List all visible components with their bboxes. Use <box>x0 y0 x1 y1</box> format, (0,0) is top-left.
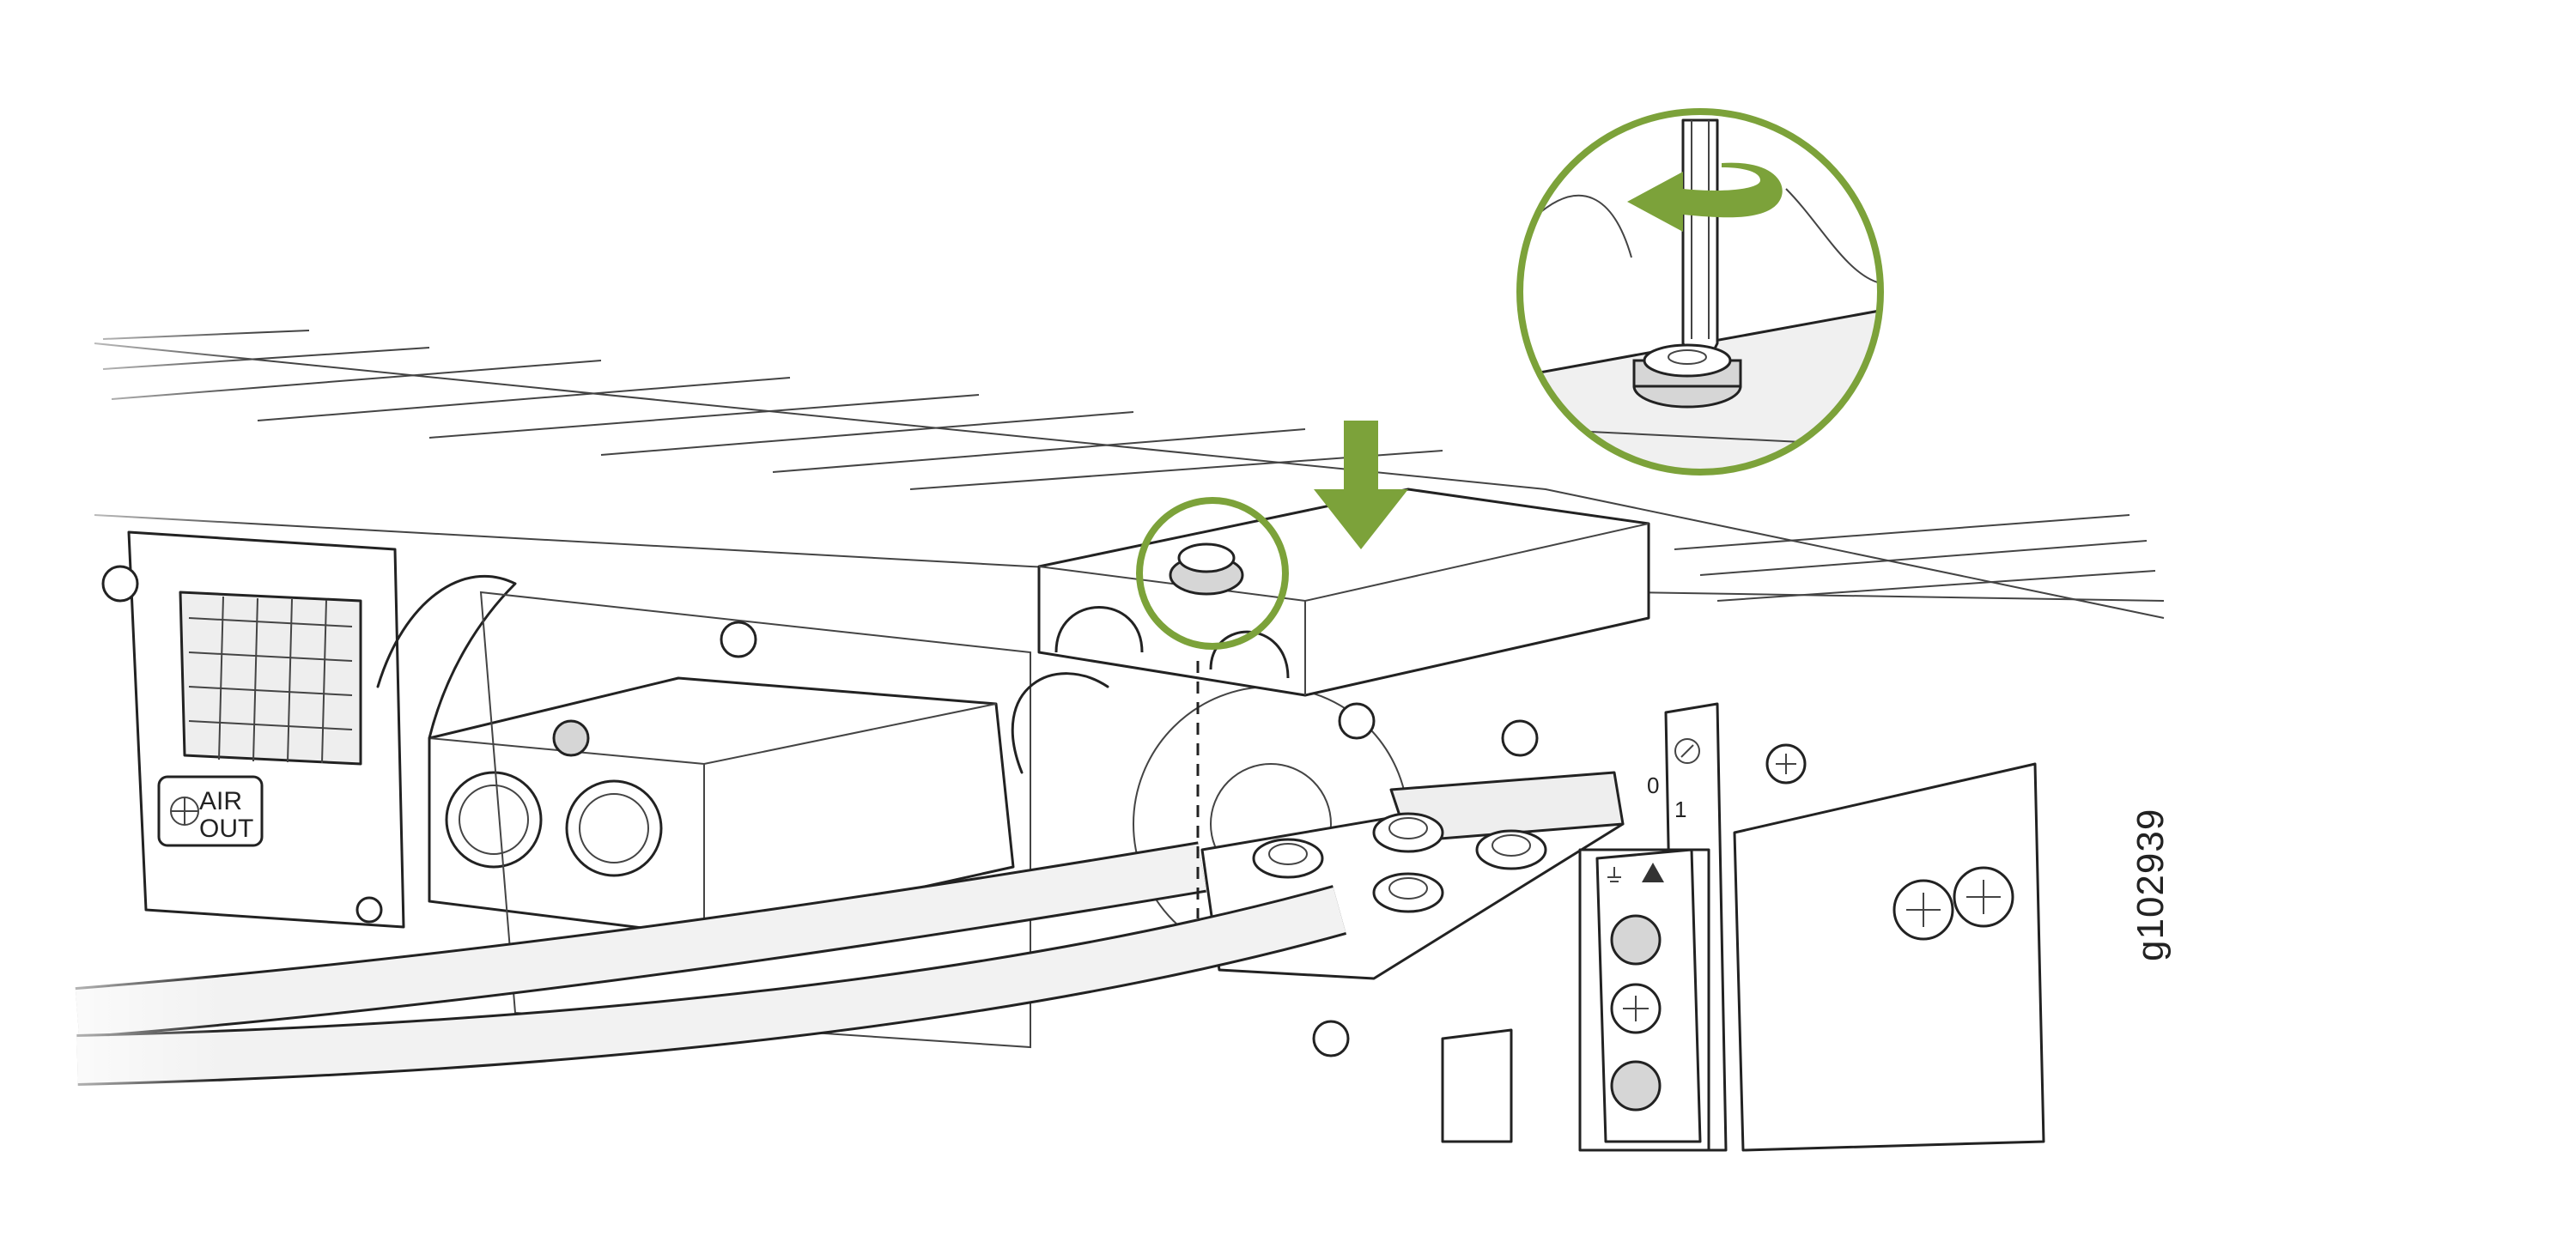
airflow-fan-icon <box>170 797 200 826</box>
figure-id-label: g102939 <box>2129 808 2172 961</box>
switch-off-label: 0 <box>1647 772 1660 798</box>
power-switch-icon <box>1674 738 1701 764</box>
air-label: AIR <box>199 787 243 815</box>
captive-screw-highlight <box>1136 497 1289 650</box>
faceplate-right <box>1441 702 2045 1152</box>
esd-warning-icon <box>1642 863 1664 882</box>
screwdriver <box>1681 118 1719 379</box>
ground-icon <box>1607 867 1621 882</box>
cable-cover <box>1037 488 1650 918</box>
power-supply-left <box>376 574 1015 937</box>
detail-inset <box>1516 108 1884 476</box>
out-label: OUT <box>199 815 254 843</box>
rotate-arrow-icon <box>1627 162 1783 232</box>
fan-airflow-label: AIR OUT <box>199 788 253 843</box>
power-cables <box>0 672 1347 1099</box>
fan-module <box>101 530 405 929</box>
down-arrow-icon <box>1314 421 1408 549</box>
switch-on-label: 1 <box>1674 797 1687 822</box>
